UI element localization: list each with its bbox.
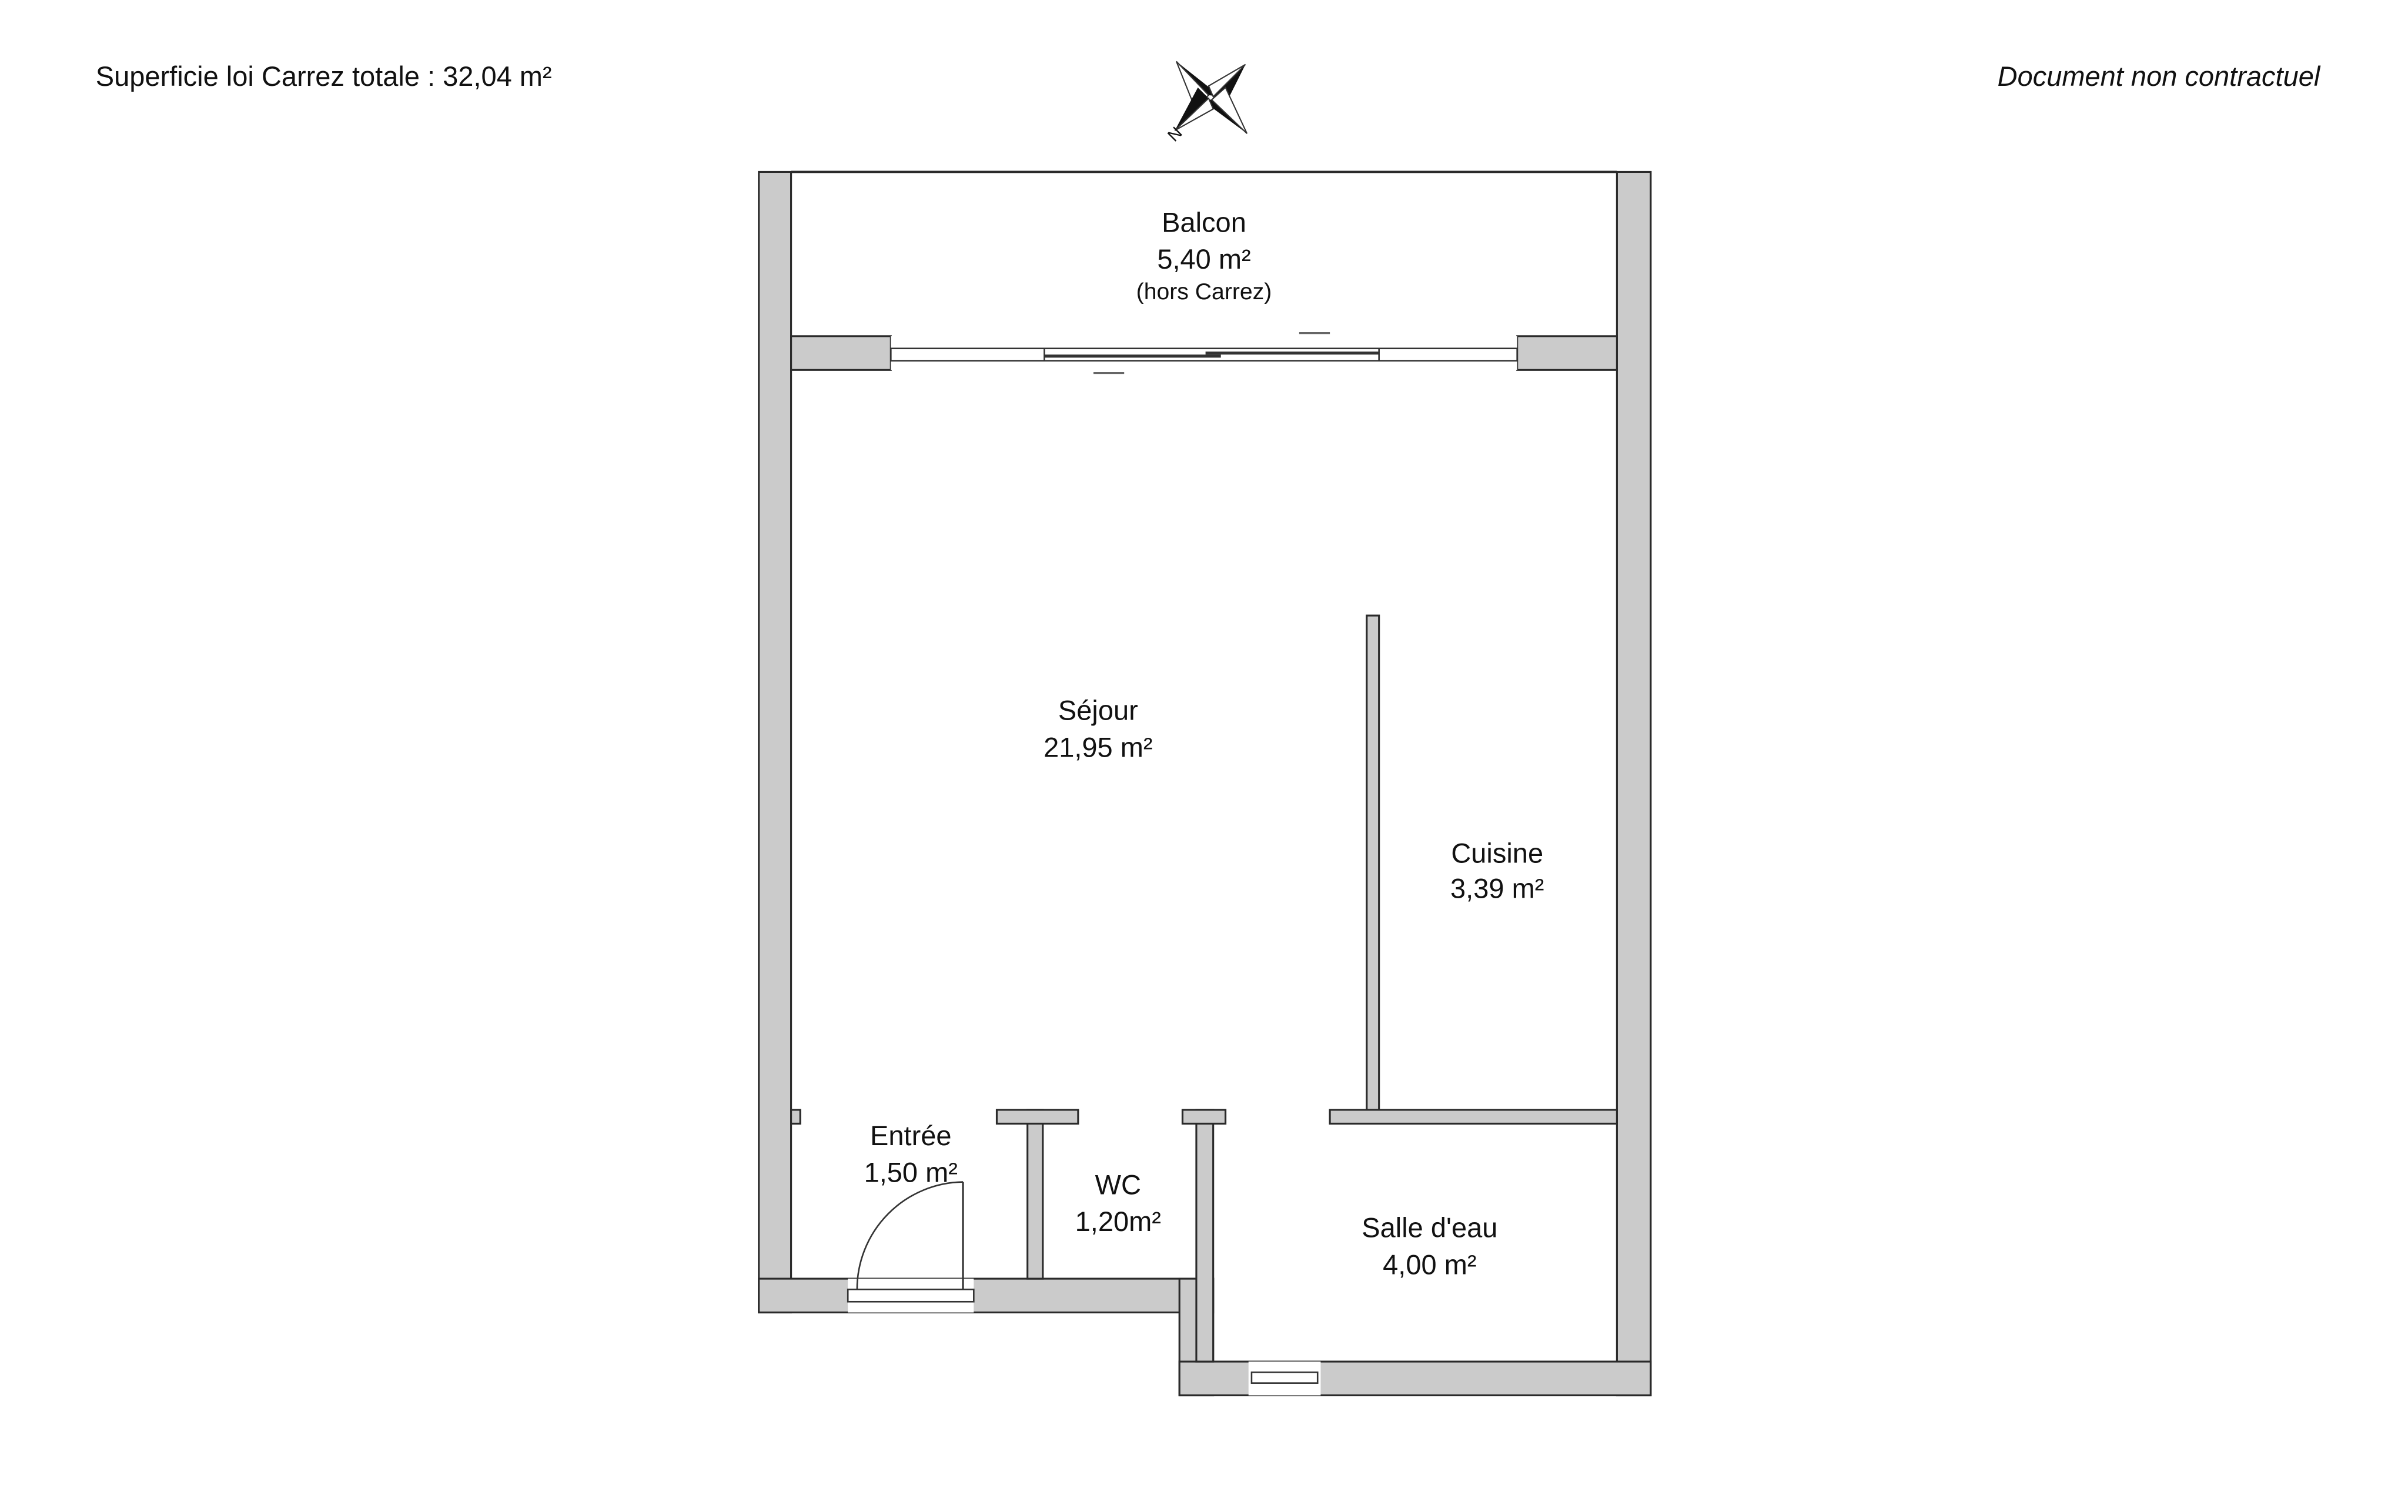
room-balcon: Balcon 5,40 m² (hors Carrez)	[1136, 206, 1272, 305]
room-name: WC	[1095, 1169, 1141, 1200]
disclaimer: Document non contractuel	[1998, 61, 2321, 92]
balcony-sliding-window	[890, 332, 1518, 374]
room-cuisine: Cuisine 3,39 m²	[1450, 837, 1544, 904]
total-area-label: Superficie loi Carrez totale : 32,04 m²	[96, 61, 552, 92]
compass-north-letter: N	[1164, 123, 1186, 145]
room-note: (hors Carrez)	[1136, 279, 1272, 305]
room-name: Entrée	[870, 1120, 951, 1151]
compass-icon: N	[1164, 61, 1248, 145]
room-sejour: Séjour 21,95 m²	[1044, 695, 1152, 763]
room-name: Cuisine	[1451, 837, 1543, 868]
room-name: Salle d'eau	[1362, 1212, 1497, 1243]
room-area: 21,95 m²	[1044, 731, 1152, 762]
bathroom-window	[1248, 1362, 1321, 1396]
room-area: 3,39 m²	[1450, 873, 1544, 904]
room-wc: WC 1,20m²	[1075, 1169, 1161, 1237]
room-entree: Entrée 1,50 m²	[864, 1120, 958, 1188]
room-area: 4,00 m²	[1383, 1249, 1476, 1280]
room-name: Balcon	[1162, 206, 1246, 237]
room-name: Séjour	[1058, 695, 1138, 726]
room-salle-deau: Salle d'eau 4,00 m²	[1362, 1212, 1497, 1280]
room-area: 5,40 m²	[1157, 243, 1250, 275]
walls	[758, 170, 1652, 1397]
room-area: 1,50 m²	[864, 1157, 958, 1188]
room-area: 1,20m²	[1075, 1206, 1161, 1237]
entry-door[interactable]	[847, 1181, 975, 1313]
